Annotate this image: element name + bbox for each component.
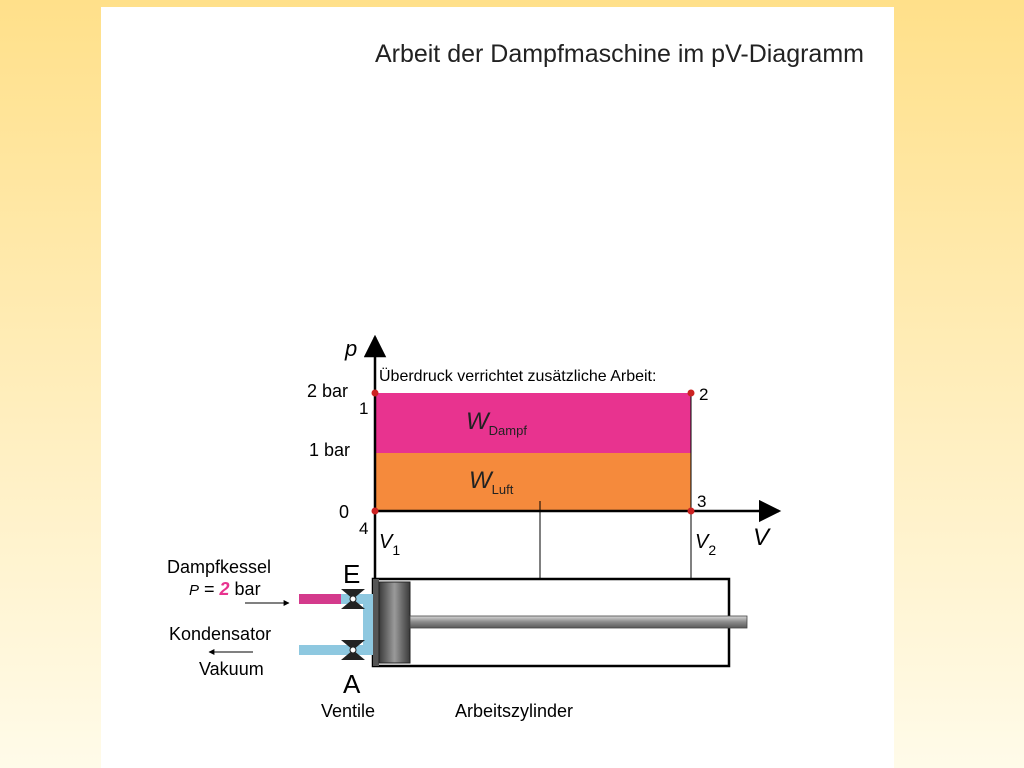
slide: Arbeit der Dampfmaschine im pV-Diagramm (101, 7, 894, 768)
valve-connector (363, 594, 373, 655)
tick-1bar-label: 1 bar (309, 440, 350, 460)
v-axis-label: V (753, 524, 771, 551)
w-dampf-label: WDampf (466, 408, 527, 438)
w-dampf-area (375, 393, 691, 453)
point-3-marker (687, 507, 695, 515)
w-luft-area (375, 453, 691, 511)
page-title: Arbeit der Dampfmaschine im pV-Diagramm (374, 40, 864, 68)
valves-label: Ventile (321, 701, 375, 721)
valve-a-label: A (343, 669, 361, 699)
p-axis-label: p (344, 336, 357, 361)
piston-rod (409, 615, 748, 629)
steam-pipe-light (341, 594, 373, 604)
valve-e-label: E (343, 559, 360, 589)
w-luft-label: WLuft (469, 467, 514, 497)
point-4-marker (371, 507, 379, 515)
point-4-label: 4 (359, 519, 368, 538)
point-1-marker (371, 389, 379, 397)
vacuum-pipe (299, 645, 373, 655)
tick-2bar-label: 2 bar (307, 381, 348, 401)
annotation-text: Überdruck verrichtet zusätzliche Arbeit: (379, 367, 656, 385)
condenser-label: Kondensator (169, 624, 271, 644)
boiler-label: Dampfkessel (167, 557, 271, 577)
point-2-marker (687, 389, 695, 397)
pv-diagram: p V 2 bar 1 bar 0 Überdruck verrichtet z… (167, 334, 782, 721)
boiler-pressure-label: P = 2 bar (189, 579, 261, 599)
piston (378, 581, 411, 664)
cylinder-head-wall (373, 579, 379, 666)
cylinder-label: Arbeitszylinder (455, 701, 573, 721)
valve-a-hub (349, 646, 357, 654)
valve-e-hub (349, 595, 357, 603)
v1-label: V1 (379, 531, 400, 558)
steam-pipe (299, 594, 341, 604)
vacuum-label: Vakuum (199, 659, 264, 679)
tick-0-label: 0 (339, 502, 349, 522)
v2-label: V2 (695, 531, 716, 558)
point-3-label: 3 (697, 492, 706, 511)
point-1-label: 1 (359, 399, 368, 418)
point-2-label: 2 (699, 385, 708, 404)
